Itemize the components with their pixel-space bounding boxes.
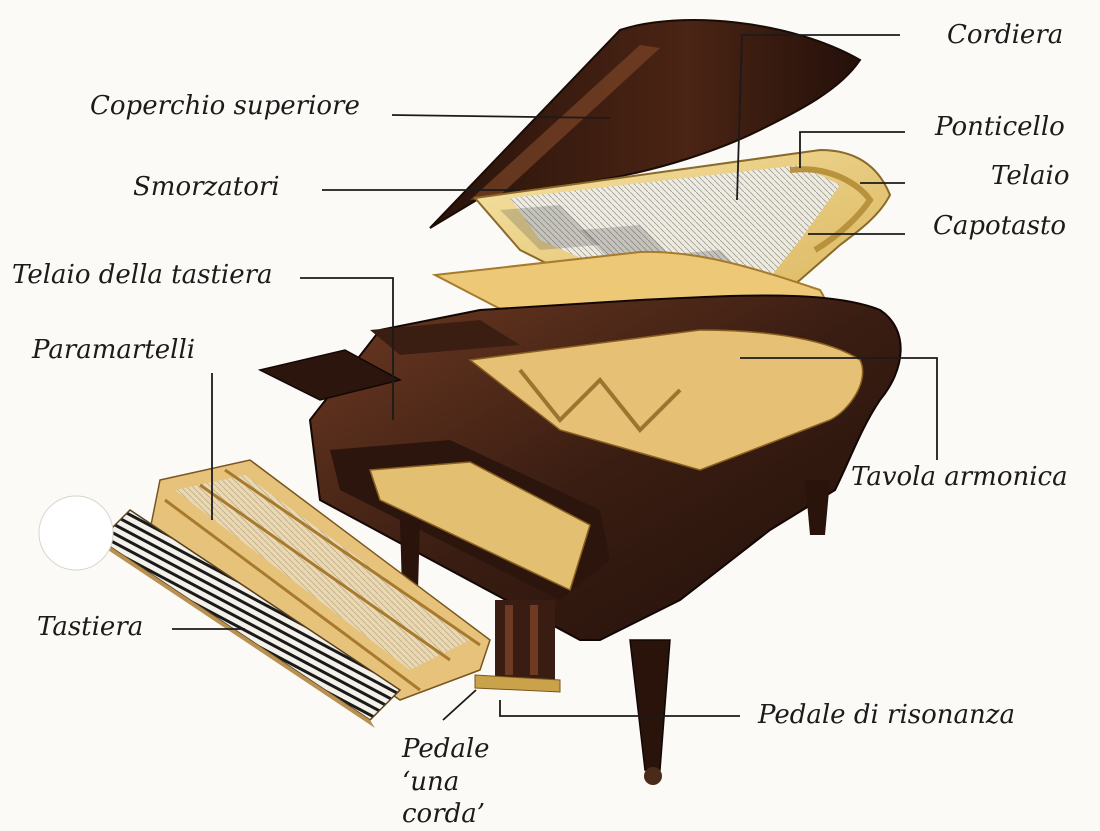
label-coperchio-superiore: Coperchio superiore [90, 91, 360, 121]
label-pedale-una-corda: Pedale ‘una corda’ [402, 733, 542, 831]
label-telaio: Telaio [991, 161, 1070, 191]
label-pedale-di-risonanza: Pedale di risonanza [758, 700, 1015, 730]
label-smorzatori: Smorzatori [133, 172, 280, 202]
label-capotasto: Capotasto [933, 211, 1067, 241]
leader-lines [172, 34, 938, 721]
front-leg [629, 639, 671, 771]
label-ponticello: Ponticello [935, 112, 1065, 142]
label-pedale-una-corda-line1: Pedale [402, 734, 490, 764]
label-tastiera: Tastiera [37, 612, 144, 642]
upper-lid [429, 19, 862, 229]
label-tavola-armonica: Tavola armonica [851, 462, 1068, 492]
label-cordiera: Cordiera [947, 20, 1064, 50]
label-pedale-una-corda-line2: ‘una corda’ [402, 766, 486, 830]
pedal-lyre [495, 600, 555, 680]
label-telaio-della-tastiera: Telaio della tastiera [12, 260, 273, 290]
label-paramartelli: Paramartelli [32, 335, 196, 365]
